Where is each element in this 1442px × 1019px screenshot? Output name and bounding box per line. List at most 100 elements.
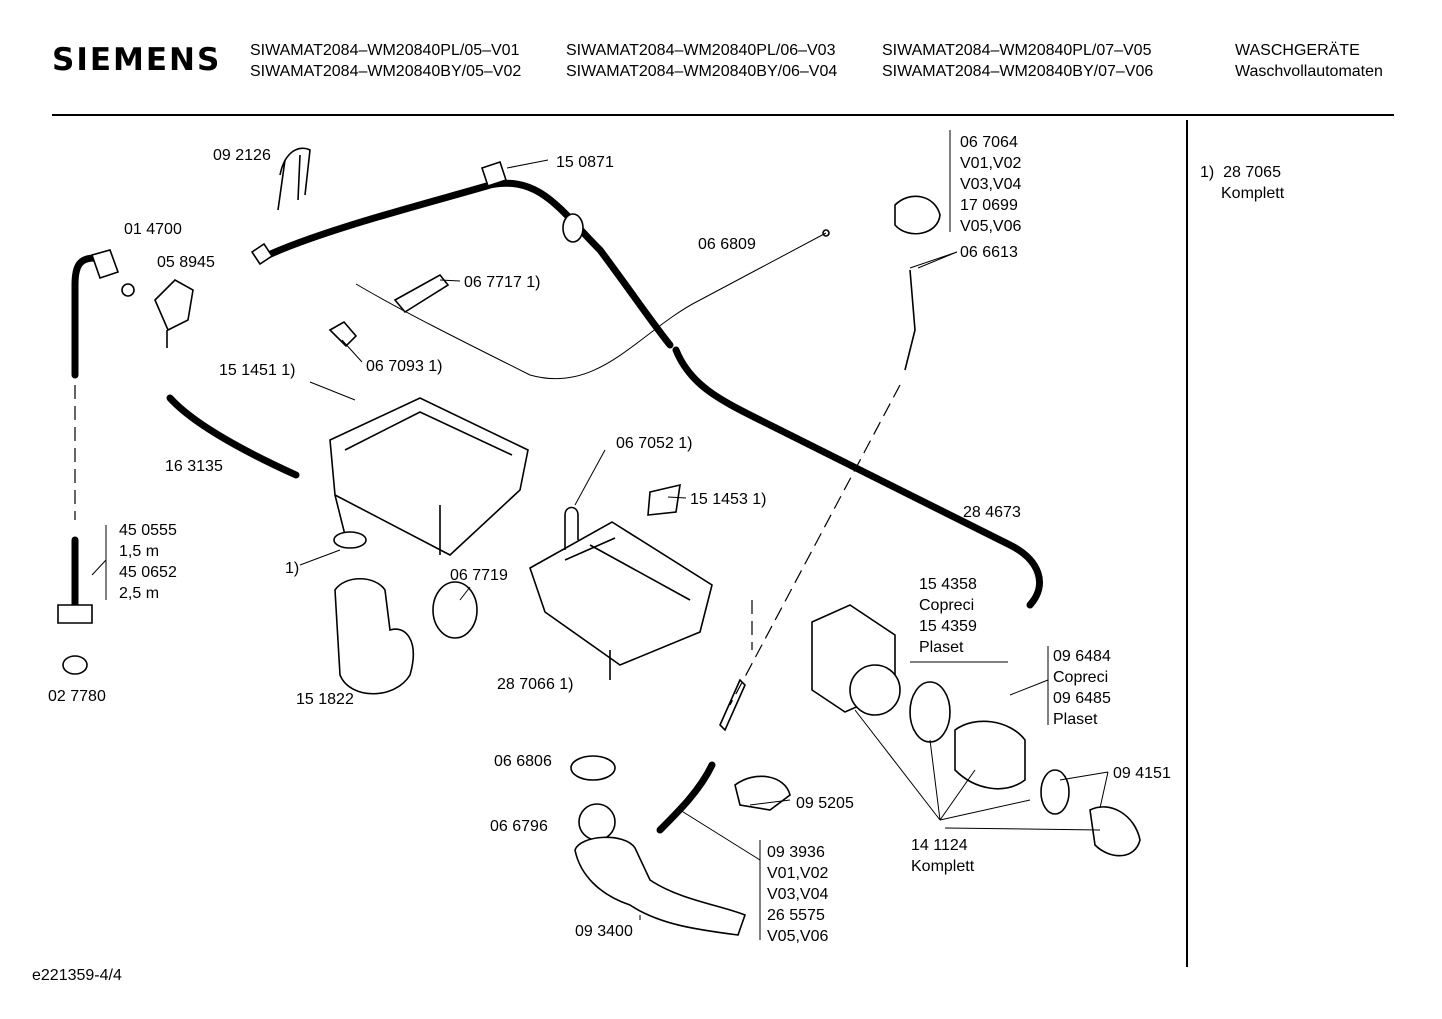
footnote-part: 28 7065 [1223,164,1281,181]
footnote-text: Komplett [1221,185,1285,202]
part-label: 06 6613 [960,244,1018,261]
model-group-07: SIWAMAT2084–WM20840PL/07–V05 SIWAMAT2084… [882,40,1153,82]
category-title: WASCHGERÄTE [1235,42,1360,59]
pump-gasket-drawing [909,681,951,743]
dispenser-detail [334,411,513,555]
dispenser-outlet [333,531,367,549]
part-label: 17 0699 [960,197,1018,214]
part-label: V01,V02 [767,865,828,882]
model-line: SIWAMAT2084–WM20840BY/05–V02 [250,63,522,80]
part-labels: 09 2126 15 0871 01 4700 05 8945 06 7717 … [48,134,1171,945]
model-line: SIWAMAT2084–WM20840PL/05–V01 [250,42,520,59]
part-label: 09 2126 [213,147,271,164]
part-label: V03,V04 [960,176,1021,193]
part-label: 06 7052 1) [616,435,693,452]
ball-drawing [578,803,616,841]
part-label: Komplett [911,858,975,875]
siphon-clip-drawing [564,506,579,550]
pump-impeller-housing [849,664,901,716]
notes-divider [1186,120,1188,967]
pump-seal-drawing [1040,769,1070,815]
part-label: 09 3936 [767,844,825,861]
part-label: 15 4359 [919,618,977,635]
pump-body-drawing [954,720,1026,790]
hose-clamp [480,160,508,188]
model-group-05: SIWAMAT2084–WM20840PL/05–V01 SIWAMAT2084… [250,40,521,82]
parts-drawing [57,147,1141,936]
part-label: 06 6796 [490,818,548,835]
bracket-drawing [393,273,450,314]
part-label: 02 7780 [48,688,106,705]
part-label: 09 5205 [796,795,854,812]
hose-connector [250,242,274,266]
part-label: 45 0652 [119,564,177,581]
washer [121,283,135,297]
part-label: 1,5 m [119,543,159,560]
pressure-assembly-line [729,384,901,706]
model-line: SIWAMAT2084–WM20840PL/07–V05 [882,42,1152,59]
part-label: 09 3400 [575,923,633,940]
connector-hose-drawing [166,394,300,479]
hose-ring [562,213,584,243]
part-label: 45 0555 [119,522,177,539]
bracket-clip-drawing [328,320,358,348]
model-line: SIWAMAT2084–WM20840BY/06–V04 [566,63,838,80]
part-label: 06 7719 [450,567,508,584]
category: WASCHGERÄTE Waschvollautomaten [1235,40,1383,82]
pump-filter-drawing [1089,806,1141,857]
cable-end [822,229,830,237]
plug-drawing [62,655,88,675]
part-label: V03,V04 [767,886,828,903]
part-label: V01,V02 [960,155,1021,172]
part-label: 14 1124 [911,837,968,854]
part-label: 15 1453 1) [690,491,767,508]
inlet-elbow [90,249,120,280]
header-divider [52,114,1394,116]
part-label: Copreci [919,597,974,614]
part-label: V05,V06 [960,218,1021,235]
part-label: 28 4673 [963,504,1021,521]
category-subtitle: Waschvollautomaten [1235,63,1383,80]
part-label: Plaset [1053,711,1098,728]
part-label: 06 6806 [494,753,552,770]
part-label: 09 6484 [1053,648,1111,665]
cable-drawing [355,232,827,380]
part-label: 16 3135 [165,458,223,475]
part-label: 26 5575 [767,907,825,924]
part-label: 15 0871 [556,154,614,171]
part-label: 06 7064 [960,134,1018,151]
part-label: 09 6485 [1053,690,1111,707]
part-label: 1) [285,560,299,577]
inlet-hose-drawing [258,179,674,349]
pipe-nut [57,604,93,624]
part-label: 05 8945 [157,254,215,271]
hose-clip-drawing [277,147,311,211]
part-label: 01 4700 [124,221,182,238]
dispenser-housing [329,397,529,556]
drain-hose-drawing [672,346,1043,609]
heater-clip-drawing [734,775,791,811]
part-label: Copreci [1053,669,1108,686]
cover-drawing [647,483,681,516]
part-label: 06 6809 [698,236,756,253]
part-label: 15 1451 1) [219,362,296,379]
leader-lines [91,130,1109,940]
part-label: 06 7093 1) [366,358,443,375]
part-label: 09 4151 [1113,765,1171,782]
part-label: V05,V06 [767,928,828,945]
siemens-logo: SIEMENS [52,42,222,78]
part-label: 06 7717 1) [464,274,541,291]
model-group-06: SIWAMAT2084–WM20840PL/06–V03 SIWAMAT2084… [566,40,837,82]
seal-drawing [432,581,478,639]
part-label: 28 7066 1) [497,676,574,693]
probe-drawing [719,678,746,732]
part-label: 15 1822 [296,691,354,708]
part-label: Plaset [919,639,964,656]
bellows-drawing [334,578,415,695]
sump-drawing [574,836,747,936]
part-label: 15 4358 [919,576,977,593]
pressure-switch-drawing [894,195,941,235]
footnote: 1) 28 7065 Komplett [1200,162,1284,204]
sump-hose-drawing [656,761,716,834]
